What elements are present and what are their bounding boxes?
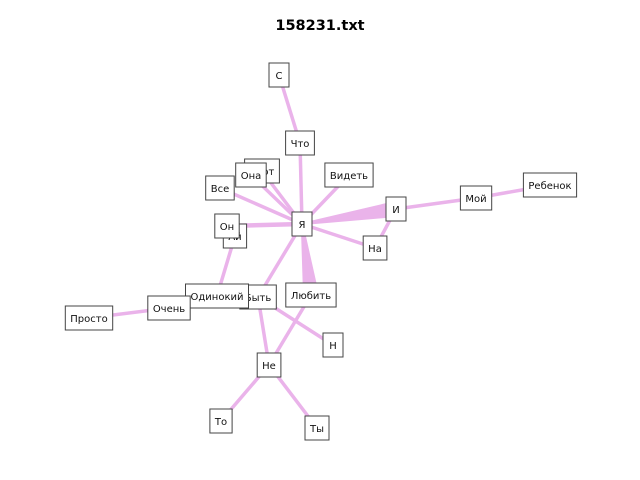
node-moy: Мой [459, 185, 493, 211]
node-box [268, 62, 290, 88]
node-box [291, 211, 313, 237]
node-box [285, 282, 337, 308]
node-label: Быть [245, 293, 272, 304]
node-prosto: Просто [64, 305, 114, 331]
node-ona: Она [235, 162, 267, 188]
node-label: И [392, 205, 399, 216]
node-box [324, 162, 374, 188]
node-box [385, 196, 407, 222]
node-box [459, 185, 493, 211]
node-label: Что [291, 139, 310, 150]
edge-ya-lyubit [300, 223, 319, 297]
node-to: То [209, 408, 233, 434]
node-label: Все [211, 184, 230, 195]
node-label: Ты [309, 424, 324, 435]
node-box [205, 175, 235, 201]
node-odinokiy: Одинокий [185, 283, 249, 309]
node-label: Очень [153, 304, 185, 315]
node-label: Она [241, 171, 262, 182]
node-box [235, 162, 267, 188]
node-lyubit: Любить [285, 282, 337, 308]
node-label: Не [262, 361, 276, 372]
node-label: Любить [291, 291, 331, 302]
node-box [522, 172, 578, 198]
node-videt: Видеть [324, 162, 374, 188]
node-box [322, 332, 344, 358]
node-box [256, 352, 282, 378]
node-label: Он [220, 222, 234, 233]
node-ne: Не [256, 352, 282, 378]
node-i: И [385, 196, 407, 222]
node-rebenok: Ребенок [522, 172, 578, 198]
nodes-layer: АйЭтотОнаВсеОнСЧтоВидетьИМойРебенокНаЯБы… [64, 62, 578, 441]
node-box [214, 213, 240, 239]
node-label: Н [329, 341, 337, 352]
node-ty: Ты [304, 415, 330, 441]
node-label: Одинокий [191, 292, 244, 303]
node-box [185, 283, 249, 309]
node-on: Он [214, 213, 240, 239]
node-label: Мой [465, 194, 486, 205]
node-box [147, 295, 191, 321]
node-label: То [214, 417, 227, 428]
node-ya: Я [291, 211, 313, 237]
node-chto: Что [285, 130, 315, 156]
node-box [209, 408, 233, 434]
edge-ya-chto [298, 142, 304, 225]
node-box [285, 130, 315, 156]
node-box [64, 305, 114, 331]
node-n: Н [322, 332, 344, 358]
node-label: Просто [70, 314, 107, 325]
node-label: Видеть [330, 171, 368, 182]
node-label: С [276, 71, 283, 82]
node-box [362, 235, 388, 261]
edge-ya-i [301, 201, 398, 226]
node-box [304, 415, 330, 441]
node-label: Я [299, 220, 306, 231]
node-na: На [362, 235, 388, 261]
node-label: На [368, 244, 382, 255]
node-ochen: Очень [147, 295, 191, 321]
node-label: Ребенок [528, 181, 571, 192]
node-s: С [268, 62, 290, 88]
graph-title: 158231.txt [275, 18, 364, 34]
node-vse: Все [205, 175, 235, 201]
edges-layer [88, 74, 551, 430]
